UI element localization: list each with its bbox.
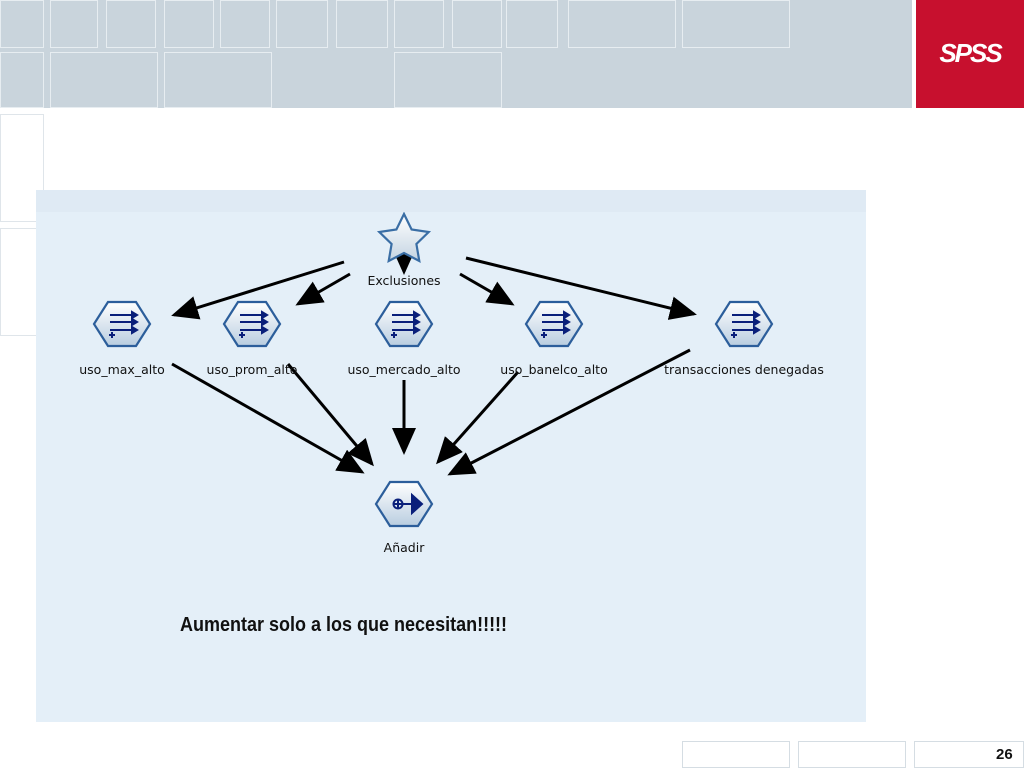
source-label: Exclusiones	[367, 273, 441, 288]
edges-from-source	[171, 248, 697, 320]
node-label: uso_banelco_alto	[500, 362, 608, 377]
logo-text: SPSS	[939, 38, 1002, 68]
slide-caption: Aumentar solo a los que necesitan!!!!!	[180, 614, 508, 636]
page-number: 26	[996, 746, 1013, 763]
edge-uso-prom-alto-target	[286, 363, 374, 467]
edges-to-target	[171, 348, 691, 476]
edge-source-transacciones	[465, 256, 697, 320]
panel-header	[36, 190, 866, 212]
node-label: uso_prom_alto	[206, 362, 298, 377]
star-icon[interactable]	[376, 212, 432, 264]
edge-uso-banelco-alto-target	[436, 371, 520, 465]
node-label: uso_mercado_alto	[347, 362, 461, 377]
footer-box	[682, 741, 790, 768]
stream-canvas: Exclusiones uso_max_alto uso_prom_alto u…	[36, 212, 866, 764]
derive-icon[interactable]	[524, 300, 584, 348]
derive-icon[interactable]	[222, 300, 282, 348]
edge-source-uso-max-alto	[171, 260, 345, 320]
edge-source-uso-prom-alto	[295, 272, 351, 306]
derive-icon[interactable]	[714, 300, 774, 348]
derive-icon[interactable]	[92, 300, 152, 348]
derive-icon[interactable]	[374, 300, 434, 348]
edge-uso-max-alto-target	[171, 362, 365, 474]
append-icon[interactable]	[374, 480, 434, 528]
diagram-panel: Exclusiones uso_max_alto uso_prom_alto u…	[36, 190, 866, 722]
edge-source-uso-banelco-alto	[459, 272, 515, 306]
stream-diagram	[92, 212, 774, 528]
header-band	[0, 0, 912, 108]
edge-transacciones-target	[447, 348, 691, 476]
footer-box	[914, 741, 1024, 768]
decorative-box	[0, 114, 44, 222]
node-label: transacciones denegadas	[664, 362, 824, 377]
target-label: Añadir	[383, 540, 425, 555]
node-label: uso_max_alto	[79, 362, 165, 377]
footer-box	[798, 741, 906, 768]
spss-logo: SPSS	[916, 0, 1024, 108]
